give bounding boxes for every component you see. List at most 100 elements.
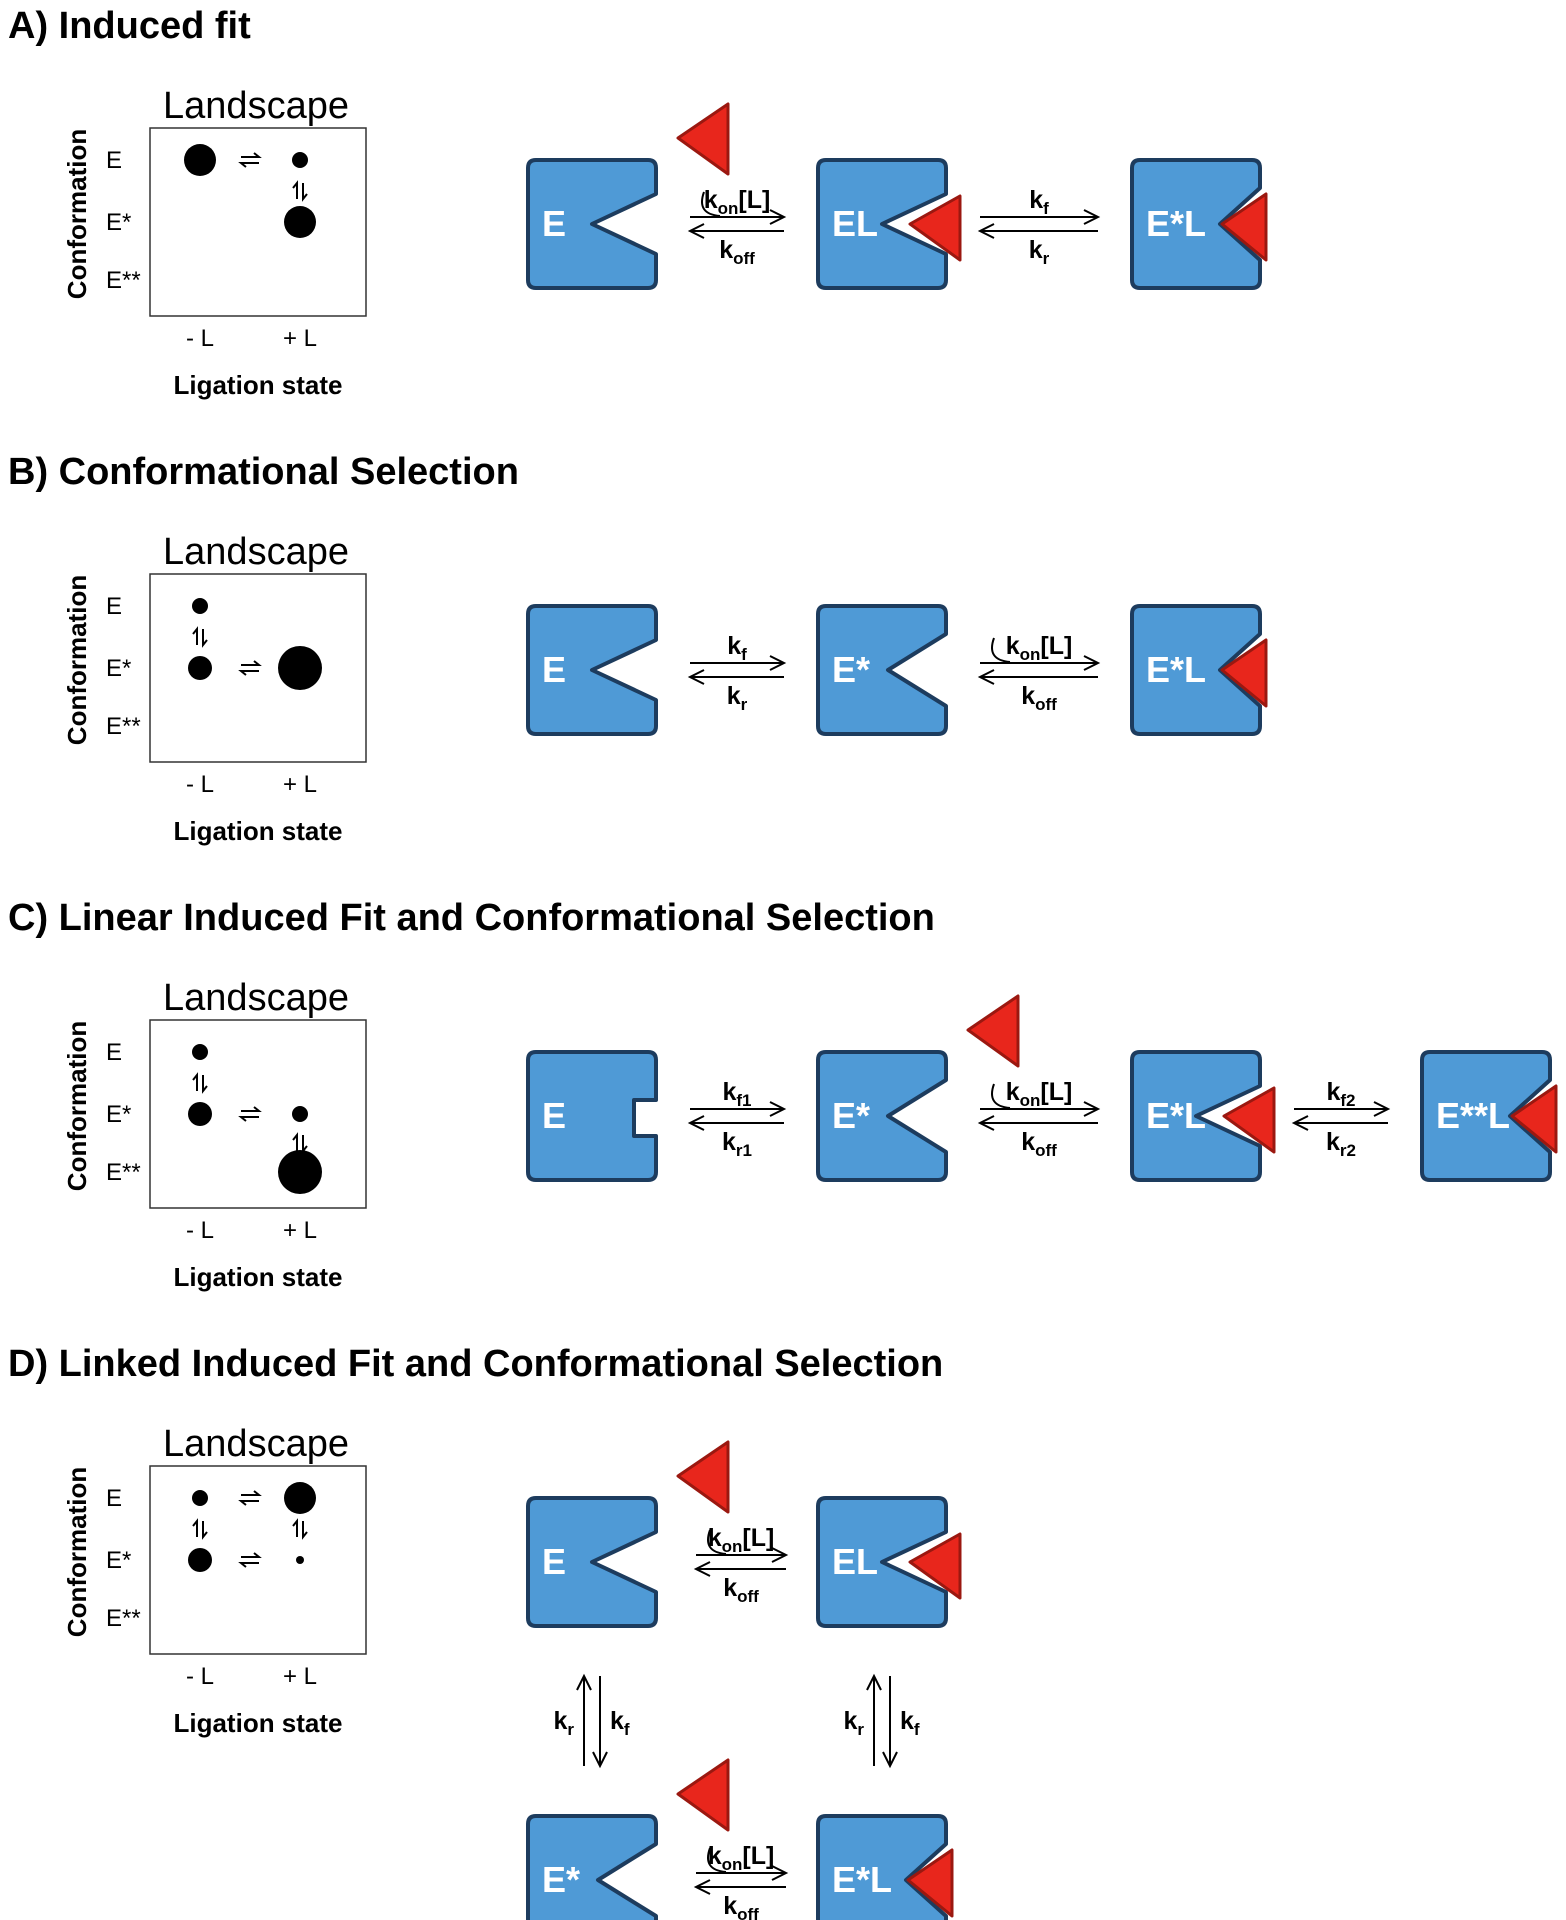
rate-tail: [L] bbox=[1040, 1078, 1072, 1106]
enzyme-label: E* bbox=[832, 649, 870, 690]
equilibrium-arrow bbox=[241, 1106, 262, 1112]
landscape-frame bbox=[149, 1465, 367, 1655]
reverse-rate-label: koff bbox=[1021, 682, 1057, 714]
y-tick-label: E bbox=[106, 1485, 122, 1512]
rate-k: k bbox=[553, 1707, 567, 1735]
landscape-title: Landscape bbox=[163, 85, 349, 127]
enzyme-shape bbox=[816, 1050, 948, 1182]
x-tick-label: - L bbox=[186, 325, 214, 352]
reverse-arrowhead bbox=[977, 669, 995, 685]
rate-k: k bbox=[1029, 236, 1043, 264]
x-axis-label: Ligation state bbox=[173, 370, 342, 400]
ligand-triangle bbox=[1220, 638, 1268, 708]
enzyme-label: E* bbox=[832, 1095, 870, 1136]
equilibrium-arrow bbox=[202, 629, 208, 648]
down-arrowhead bbox=[592, 1751, 608, 1769]
population-dot bbox=[192, 598, 208, 614]
rate-k: k bbox=[704, 186, 718, 214]
rate-k: k bbox=[722, 1128, 736, 1156]
enzyme-state: E*L bbox=[1130, 1050, 1276, 1182]
up-rate-label: kr bbox=[553, 1707, 574, 1739]
equilibrium-arrow bbox=[241, 660, 262, 666]
rate-subscript: off bbox=[733, 249, 755, 268]
x-tick-label: + L bbox=[283, 771, 317, 798]
reaction-step: kf kr bbox=[977, 186, 1101, 268]
enzyme-state: E* bbox=[816, 994, 1020, 1182]
reverse-rate-label: koff bbox=[1021, 1128, 1057, 1160]
equilibrium-arrow bbox=[241, 152, 262, 158]
rate-subscript: f bbox=[741, 645, 747, 664]
ligand-triangle bbox=[676, 1440, 730, 1514]
population-dot bbox=[292, 152, 308, 168]
y-tick-label: E** bbox=[106, 1605, 141, 1632]
equilibrium-arrow bbox=[238, 1116, 259, 1122]
rate-tail: [L] bbox=[742, 1524, 774, 1552]
up-arrowhead bbox=[866, 1673, 882, 1691]
down-rate-label: kf bbox=[610, 1707, 630, 1739]
forward-arrowhead bbox=[771, 1865, 789, 1881]
binding-curve-arrow bbox=[707, 1529, 727, 1555]
rate-subscript: r bbox=[741, 695, 748, 714]
enzyme-shape bbox=[1130, 604, 1262, 736]
y-tick-label: E* bbox=[106, 655, 131, 682]
reverse-arrowhead bbox=[687, 669, 705, 685]
rate-subscript: r bbox=[1043, 249, 1050, 268]
enzyme-label: E*L bbox=[1146, 649, 1206, 690]
forward-arrowhead bbox=[1373, 1101, 1391, 1117]
panel-title: B) Conformational Selection bbox=[8, 451, 519, 493]
enzyme-E-star-L: E*L bbox=[816, 1814, 954, 1920]
x-axis-label: Ligation state bbox=[173, 816, 342, 846]
enzyme-state: E bbox=[526, 604, 658, 736]
reverse-arrowhead bbox=[693, 1879, 711, 1895]
equilibrium-arrow bbox=[192, 626, 198, 645]
reverse-rate-label: kr bbox=[1029, 236, 1050, 268]
y-tick-label: E bbox=[106, 1039, 122, 1066]
rate-k: k bbox=[1006, 632, 1020, 660]
x-axis-label: Ligation state bbox=[173, 1262, 342, 1292]
rate-subscript: f bbox=[624, 1720, 630, 1739]
enzyme-label: E bbox=[542, 649, 566, 690]
reverse-arrowhead bbox=[977, 223, 995, 239]
rate-k: k bbox=[1021, 1128, 1035, 1156]
forward-rate-label: kf bbox=[1029, 186, 1049, 218]
y-axis-label: Conformation bbox=[62, 1021, 92, 1191]
forward-arrowhead bbox=[771, 1547, 789, 1563]
y-tick-label: E** bbox=[106, 1159, 141, 1186]
rate-k: k bbox=[1326, 1128, 1340, 1156]
x-tick-label: - L bbox=[186, 1217, 214, 1244]
equilibrium-arrow bbox=[238, 1500, 259, 1506]
forward-rate-label: kf bbox=[727, 632, 747, 664]
rate-k: k bbox=[708, 1842, 722, 1870]
forward-rate-label: kon[L] bbox=[1006, 1078, 1073, 1110]
forward-rate-label: kon[L] bbox=[708, 1842, 775, 1874]
down-rate-label: kf bbox=[900, 1707, 920, 1739]
landscape-frame bbox=[149, 1019, 367, 1209]
population-dot bbox=[296, 1556, 304, 1564]
ligand-triangle bbox=[1222, 1086, 1276, 1154]
enzyme-label: E bbox=[542, 203, 566, 244]
population-dot bbox=[284, 206, 316, 238]
reverse-rate-label: koff bbox=[723, 1892, 759, 1920]
rate-subscript: off bbox=[737, 1905, 759, 1920]
rate-subscript: f1 bbox=[736, 1091, 751, 1110]
enzyme-label: E*L bbox=[832, 1859, 892, 1900]
ligand-triangle bbox=[966, 994, 1020, 1068]
enzyme-label: E* bbox=[542, 1859, 580, 1900]
panel-title: C) Linear Induced Fit and Conformational… bbox=[8, 897, 935, 939]
rate-subscript: off bbox=[737, 1587, 759, 1606]
enzyme-state: E* bbox=[816, 604, 948, 736]
forward-rate-label: kon[L] bbox=[704, 186, 771, 218]
y-axis-label: Conformation bbox=[62, 575, 92, 745]
reverse-arrowhead bbox=[687, 1115, 705, 1131]
up-arrowhead bbox=[576, 1673, 592, 1691]
reverse-arrowhead bbox=[687, 223, 705, 239]
